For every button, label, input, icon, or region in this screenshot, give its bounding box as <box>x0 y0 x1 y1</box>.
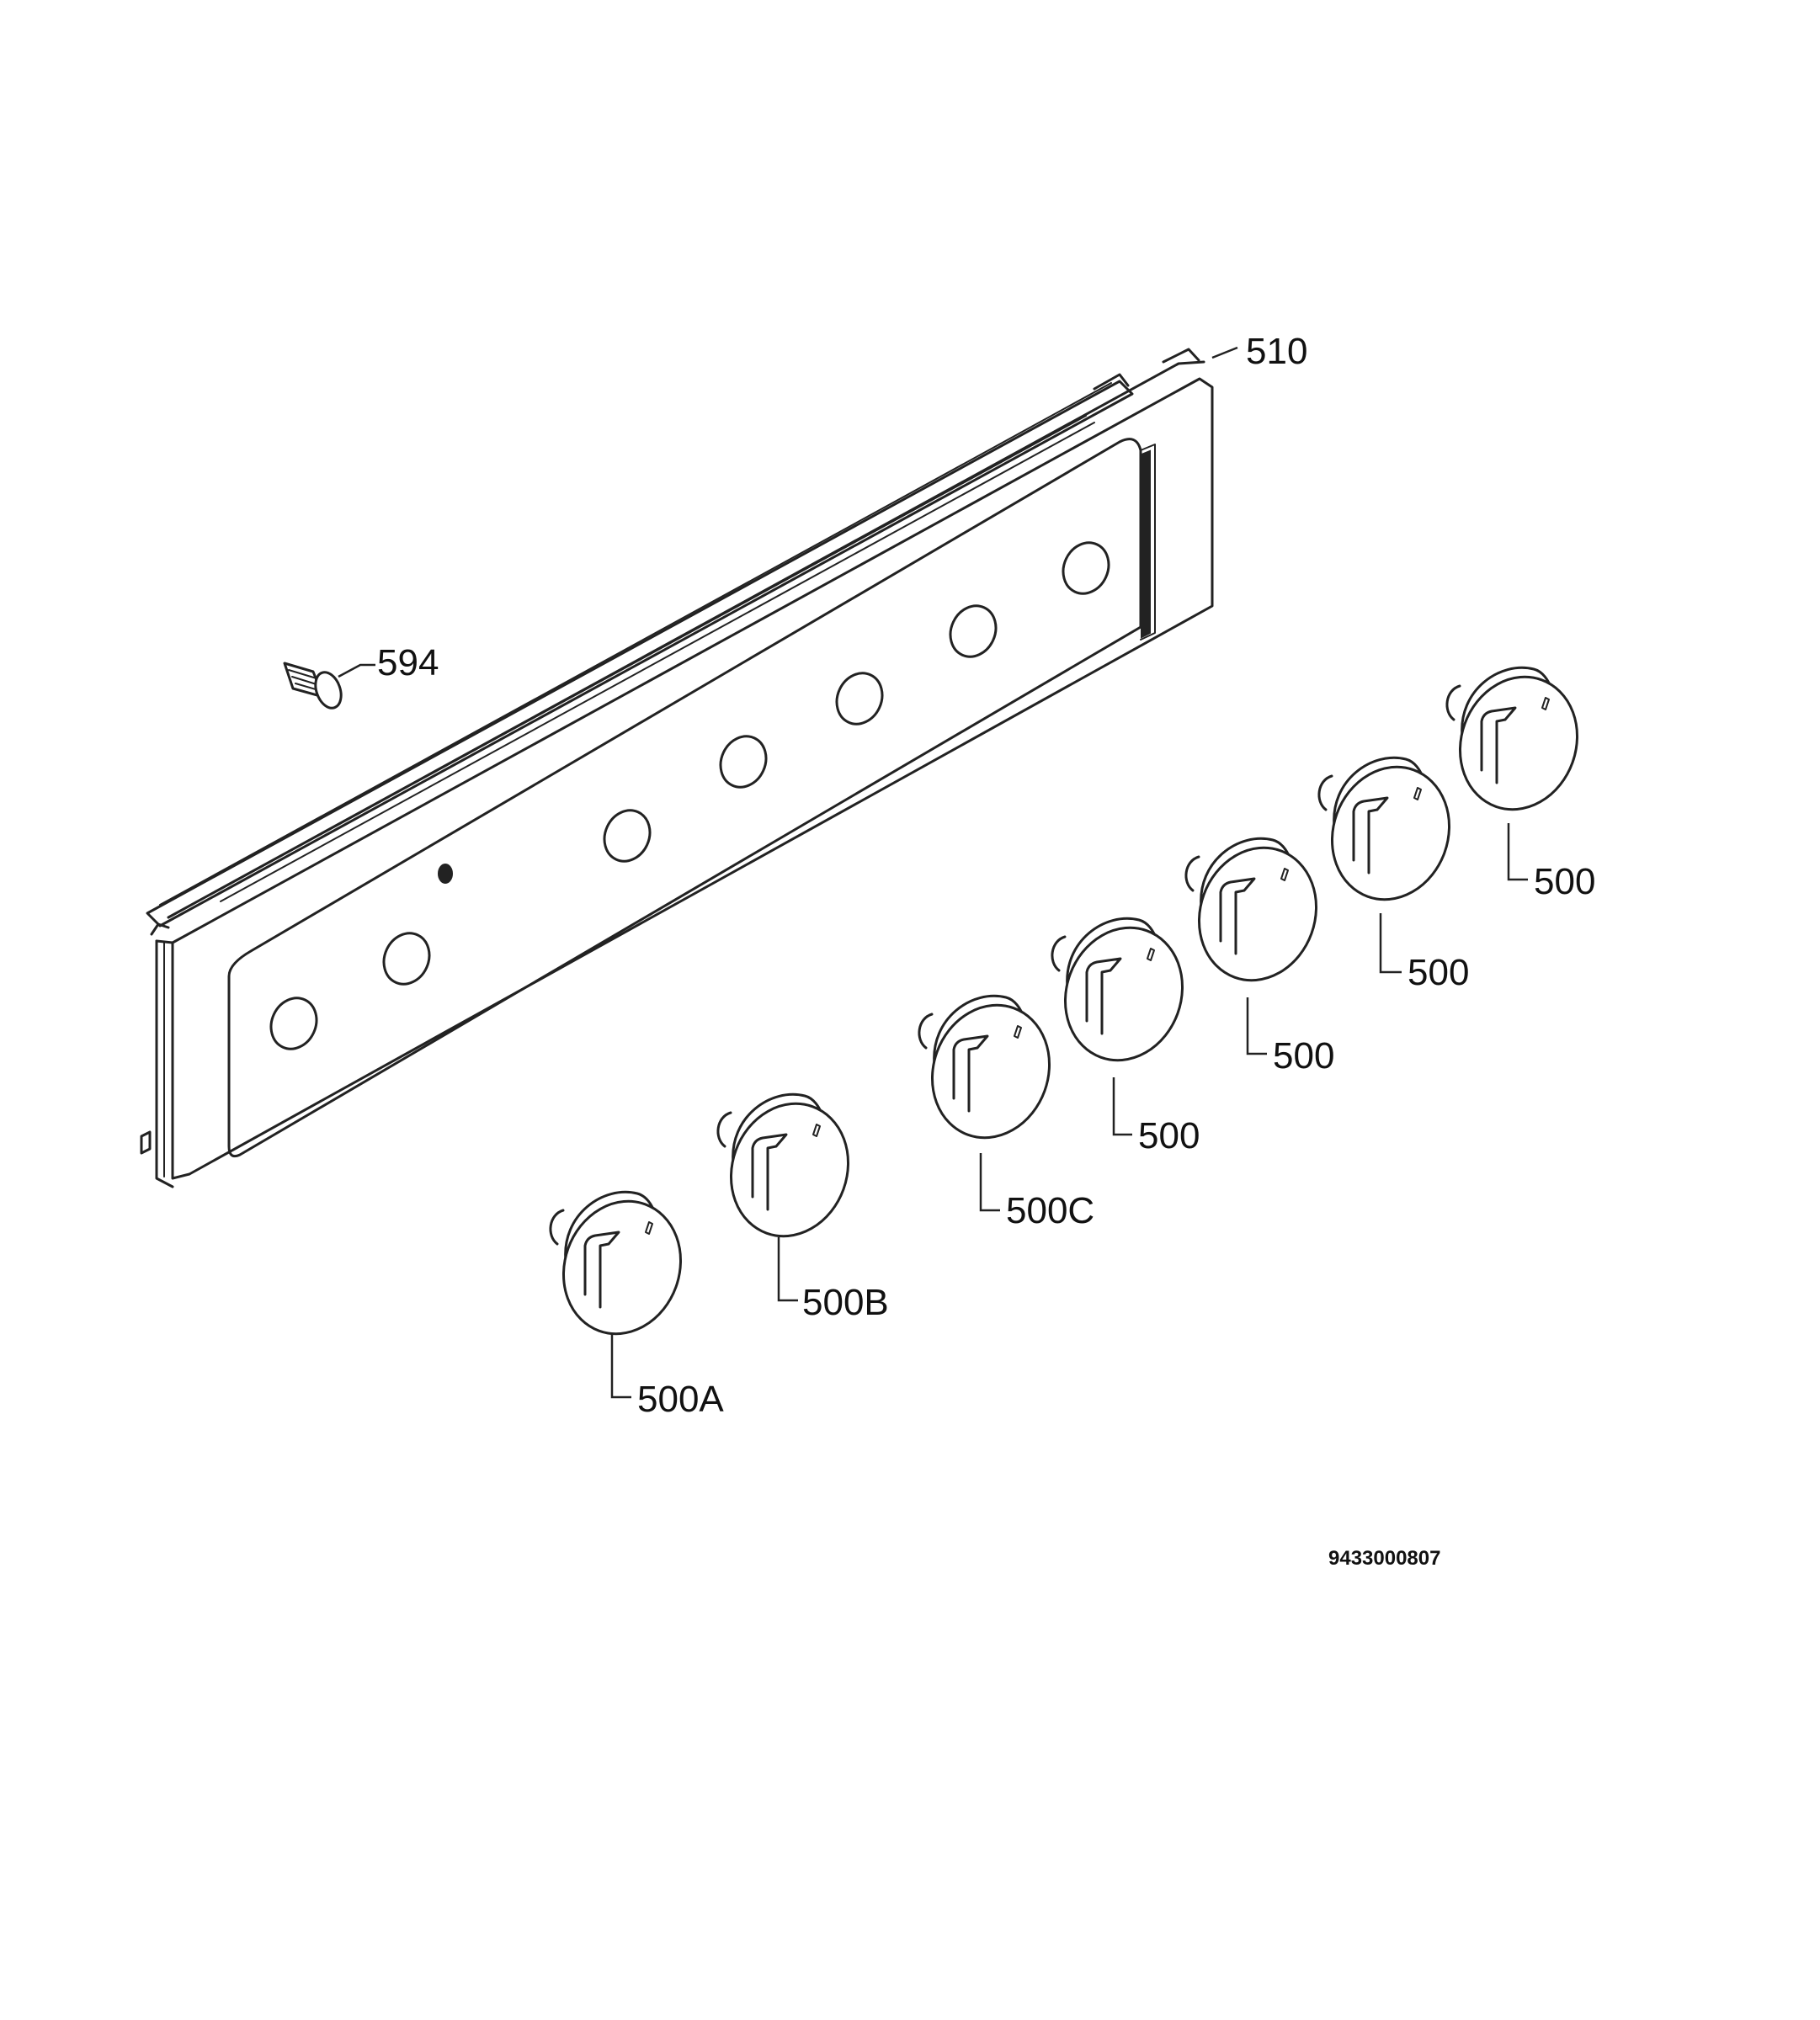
knob-3 <box>918 994 1051 1140</box>
control-panel <box>140 348 1214 1188</box>
label-screw: 594 <box>377 642 439 683</box>
label-knob-3: 500C <box>1006 1190 1094 1231</box>
knob-face <box>561 1199 683 1336</box>
control-knobs <box>549 666 1579 1336</box>
knob-1 <box>549 1190 683 1336</box>
knob-pointer <box>1147 948 1155 961</box>
knob-face <box>1330 765 1451 901</box>
knob-5 <box>1184 837 1318 982</box>
knob-grip <box>1219 877 1256 955</box>
knob-pointer <box>645 1221 653 1235</box>
knob-shaft <box>716 1111 732 1148</box>
knob-pointer <box>1280 868 1289 881</box>
knob-shaft <box>1051 935 1067 972</box>
knob-2 <box>716 1092 850 1238</box>
knob-grip <box>1352 796 1389 874</box>
leader-lines <box>338 346 1528 1399</box>
knob-pointer <box>1413 787 1422 800</box>
label-panel: 510 <box>1246 331 1307 372</box>
label-knob-7: 500 <box>1534 861 1595 902</box>
label-knob-4: 500 <box>1138 1115 1200 1156</box>
knob-grip <box>583 1231 620 1309</box>
knob-grip <box>751 1133 788 1211</box>
knob-grip <box>1085 957 1122 1035</box>
knob-grip <box>952 1034 989 1113</box>
knob-shaft <box>918 1013 934 1050</box>
knob-face <box>1063 926 1184 1062</box>
knob-face <box>930 1003 1051 1140</box>
knob-pointer <box>1014 1025 1022 1039</box>
document-id: 9433000807 <box>1328 1547 1440 1570</box>
part-labels: 510 594 500 500 500 500 500C 500B 500A 9… <box>377 331 1595 1570</box>
label-knob-6: 500 <box>1408 952 1469 993</box>
knob-shaft <box>1445 684 1461 721</box>
knob-pointer <box>1541 697 1550 710</box>
knob-7 <box>1445 666 1579 811</box>
knob-4 <box>1051 917 1184 1062</box>
knob-shaft <box>1184 855 1200 892</box>
screw <box>283 662 343 710</box>
knob-face <box>729 1102 850 1238</box>
knob-shaft <box>1317 774 1333 811</box>
knob-pointer <box>812 1124 821 1137</box>
knob-6 <box>1317 756 1451 901</box>
knob-grip <box>1480 706 1517 784</box>
label-knob-5: 500 <box>1273 1035 1334 1076</box>
knob-face <box>1458 675 1579 811</box>
label-knob-2: 500B <box>802 1282 889 1323</box>
label-knob-1: 500A <box>637 1379 724 1420</box>
knob-face <box>1197 846 1318 982</box>
knob-shaft <box>549 1209 565 1246</box>
